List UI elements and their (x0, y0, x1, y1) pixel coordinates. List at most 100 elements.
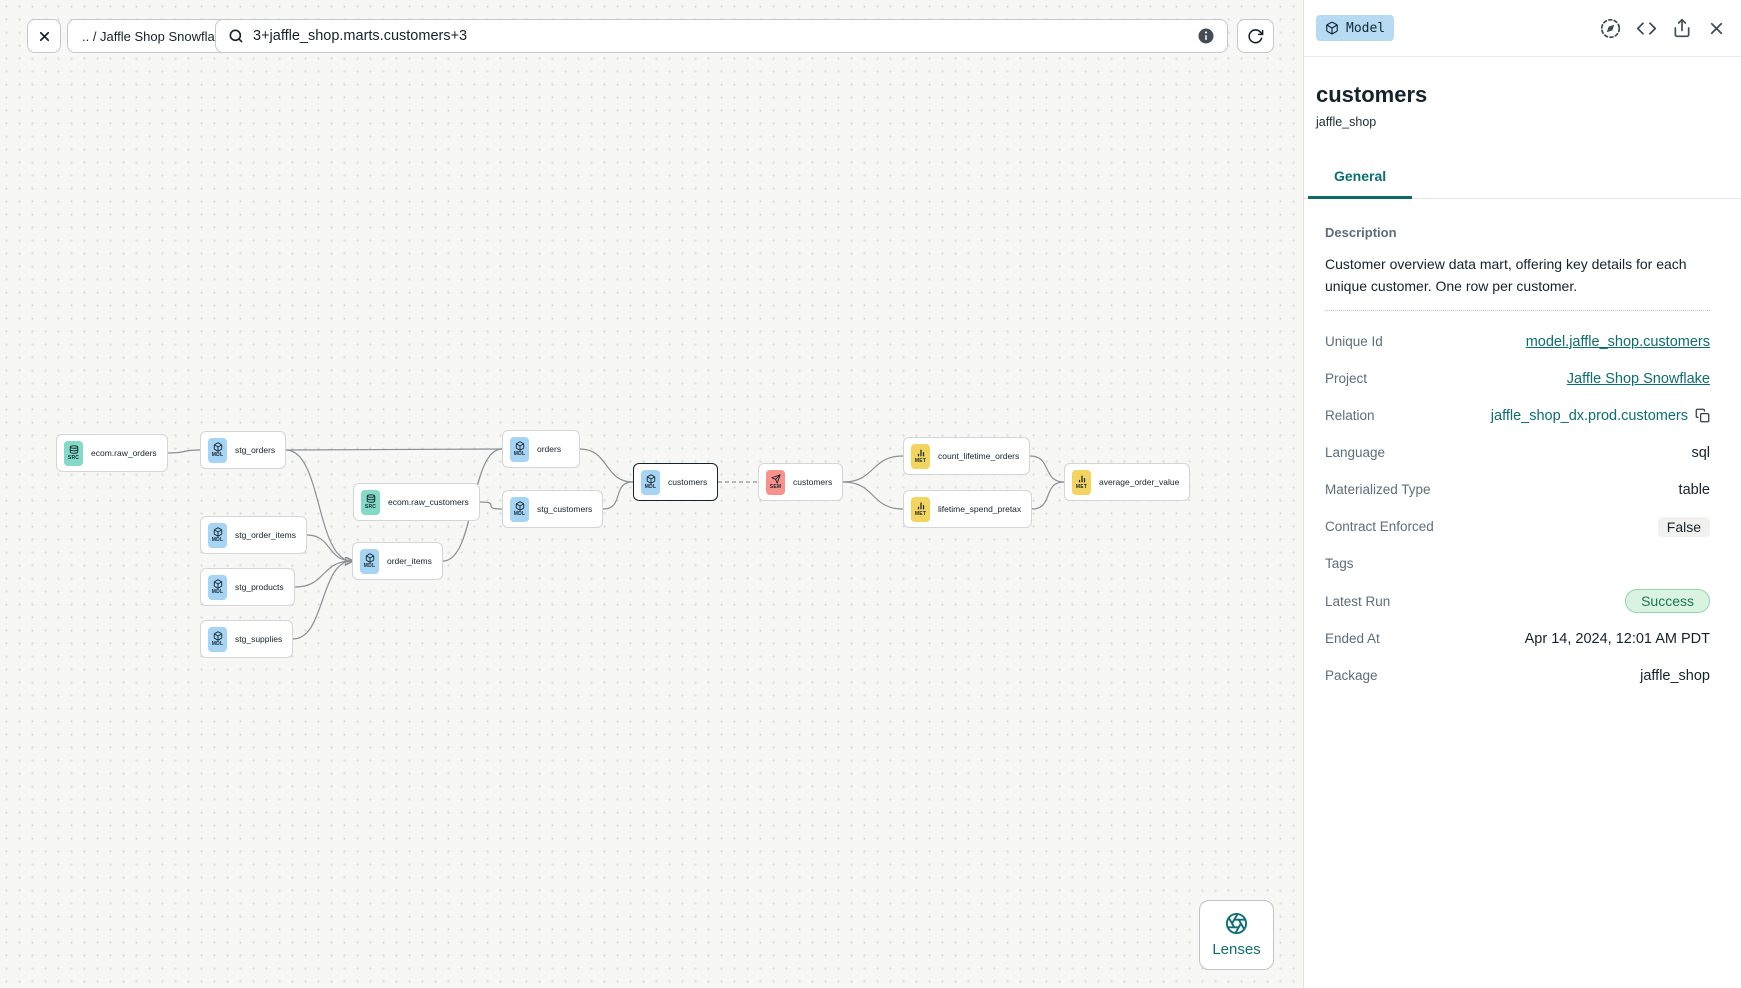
panel-header: Model (1304, 0, 1741, 57)
graph-edge-customers_sem-count_lifetime_orders (842, 455, 904, 483)
breadcrumb-label: .. / Jaffle Shop Snowflake (82, 28, 229, 44)
model-cube-icon: MDL (360, 548, 379, 574)
graph-edge-stg_products-order_items (294, 561, 352, 588)
close-icon (1710, 22, 1723, 34)
close-icon (39, 31, 49, 41)
share-button[interactable] (1672, 18, 1692, 38)
field-label: Package (1325, 668, 1378, 684)
refresh-icon (1248, 28, 1264, 43)
node-label: count_lifetime_orders (938, 451, 1020, 461)
node-label: stg_products (235, 582, 284, 592)
field-row-latest-run: Latest Run Success (1325, 589, 1710, 614)
lineage-search-input[interactable]: 3+jaffle_shop.marts.customers+3 (215, 19, 1228, 53)
graph-node-stg_order_items[interactable]: MDL stg_order_items (200, 516, 307, 554)
graph-node-count_lifetime_orders[interactable]: MET count_lifetime_orders (903, 437, 1031, 475)
field-label: Materialized Type (1325, 482, 1431, 498)
node-label: customers (668, 477, 708, 487)
graph-edge-raw_customers-stg_customers (479, 501, 503, 510)
metric-chart-icon: MET (911, 496, 930, 522)
source-database-icon: SRC (64, 440, 83, 466)
share-icon (1674, 18, 1690, 38)
graph-edge-stg_orders-orders (285, 448, 503, 451)
field-value: sql (1691, 444, 1710, 461)
contract-badge: False (1657, 516, 1710, 537)
description-label: Description (1325, 225, 1397, 240)
status-badge: Success (1625, 589, 1710, 614)
field-label: Project (1325, 371, 1368, 387)
model-cube-icon: MDL (641, 469, 660, 495)
graph-edge-customers_sem-lifetime_spend_pretax (842, 481, 904, 510)
field-row-tags: Tags (1325, 552, 1710, 575)
close-panel-button[interactable] (1707, 19, 1726, 38)
semantic-send-icon: SEM (766, 469, 785, 495)
field-value: jaffle_shop (1640, 667, 1710, 684)
field-value: Success (1625, 589, 1710, 614)
refresh-lineage-button[interactable] (1237, 19, 1274, 53)
lenses-label: Lenses (1212, 941, 1261, 958)
field-row-package: Package jaffle_shop (1325, 664, 1710, 687)
lenses-button[interactable]: Lenses (1199, 900, 1274, 970)
field-value[interactable]: model.jaffle_shop.customers (1525, 333, 1710, 350)
field-label: Unique Id (1325, 334, 1383, 350)
breadcrumb[interactable]: .. / Jaffle Shop Snowflake (67, 19, 244, 53)
field-label: Latest Run (1325, 593, 1391, 609)
model-cube-icon: MDL (510, 436, 529, 462)
view-code-button[interactable] (1636, 18, 1657, 39)
metric-chart-icon: MET (1072, 469, 1091, 495)
field-value[interactable]: Jaffle Shop Snowflake (1566, 370, 1710, 387)
field-label: Relation (1325, 408, 1375, 424)
close-lineage-button[interactable] (27, 19, 61, 53)
aperture-icon (1225, 912, 1248, 935)
code-icon (1636, 21, 1657, 35)
divider (1325, 310, 1710, 312)
search-query-text: 3+jaffle_shop.marts.customers+3 (253, 28, 468, 44)
relation-text: jaffle_shop_dx.prod.customers (1490, 407, 1688, 424)
panel-tabs: General (1304, 168, 1741, 199)
model-icon (1326, 21, 1338, 35)
model-cube-icon: MDL (510, 496, 529, 522)
explore-lineage-button[interactable] (1600, 18, 1621, 39)
description-text: Customer overview data mart, offering ke… (1325, 256, 1687, 294)
graph-edge-stg_supplies-order_items (292, 561, 352, 640)
node-label: lifetime_spend_pretax (938, 504, 1022, 514)
node-label: stg_order_items (235, 530, 296, 540)
copy-icon[interactable] (1695, 408, 1710, 423)
node-label: average_order_value (1099, 477, 1180, 487)
graph-edge-stg_order_items-order_items (306, 534, 352, 561)
metric-chart-icon: MET (911, 443, 930, 469)
info-icon[interactable] (1197, 27, 1215, 45)
model-cube-icon: MDL (208, 626, 227, 652)
field-row-relation: Relation jaffle_shop_dx.prod.customers (1325, 404, 1710, 427)
node-label: stg_customers (537, 504, 593, 514)
field-row-ended-at: Ended At Apr 14, 2024, 12:01 AM PDT (1325, 627, 1710, 650)
graph-node-average_order_value[interactable]: MET average_order_value (1064, 463, 1191, 501)
graph-edge-stg_customers-customers (602, 481, 634, 510)
field-label: Ended At (1325, 631, 1380, 647)
compass-icon (1600, 18, 1621, 38)
resource-type-badge: Model (1316, 15, 1395, 41)
graph-node-customers[interactable]: MDL customers (633, 463, 719, 501)
graph-edge-count_lifetime_orders-average_order_value (1029, 455, 1065, 483)
graph-node-lifetime_spend_pretax[interactable]: MET lifetime_spend_pretax (903, 490, 1033, 528)
tab-general[interactable]: General (1308, 168, 1413, 199)
field-value: False (1657, 516, 1710, 537)
field-row-unique-id: Unique Id model.jaffle_shop.customers (1325, 330, 1710, 353)
graph-edge-raw_orders-stg_orders (167, 449, 201, 454)
graph-node-stg_customers[interactable]: MDL stg_customers (502, 490, 604, 528)
page-title: customers (1316, 82, 1428, 107)
field-value: Apr 14, 2024, 12:01 AM PDT (1524, 630, 1710, 647)
model-cube-icon: MDL (208, 522, 227, 548)
